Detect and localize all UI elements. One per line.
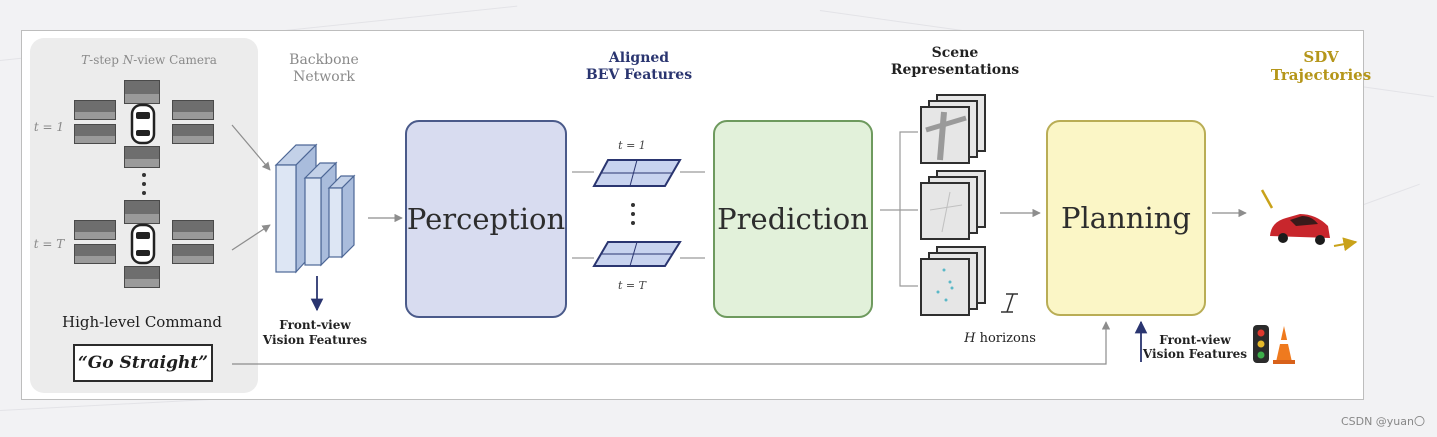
bev-title-line2: BEV Features (585, 66, 693, 83)
bev-plane-tT (592, 241, 682, 267)
perception-label: Perception (406, 202, 566, 236)
scene-title-line2: Representations (890, 61, 1020, 78)
bracket-prediction-to-scene (880, 131, 918, 287)
camera-back-left-image (74, 244, 116, 264)
scene-content-3 (936, 268, 954, 302)
backbone-title-line2: Network (293, 68, 355, 85)
horizon-icon (1001, 293, 1018, 313)
arrow-command-to-planning (232, 321, 1111, 365)
output-title-line2: Trajectories (1270, 66, 1372, 84)
camera-front-left-image (74, 100, 116, 120)
planning-front-view-label: Front-view Vision Features (1140, 333, 1250, 362)
scene-content-2 (929, 191, 963, 233)
bev-ellipsis (631, 203, 635, 225)
backbone-front-view-label: Front-view Vision Features (250, 318, 380, 348)
bev-title: Aligned BEV Features (574, 50, 704, 84)
scene-title-line1: Scene (931, 45, 979, 61)
horizons-label: H horizons (955, 331, 1045, 347)
scene-content-1 (925, 111, 967, 161)
car-top-icon (130, 223, 156, 265)
planning-label: Planning (1061, 201, 1191, 235)
arrow-camera-t1-to-backbone (231, 124, 271, 171)
car-top-icon (130, 103, 156, 145)
backbone-front-view-line2: Vision Features (262, 333, 368, 347)
high-level-command-label: High-level Command (62, 313, 222, 331)
bev-title-line1: Aligned (608, 50, 670, 66)
perception-module: Perception (405, 120, 567, 318)
red-car-icon (1260, 189, 1358, 252)
backbone-network-blocks (274, 143, 356, 274)
camera-front-image (124, 200, 160, 224)
horizons-text: horizons (975, 331, 1036, 346)
row-tT-label: t = T (33, 237, 65, 251)
camera-front-image (124, 80, 160, 104)
camera-title-mid: -step (89, 53, 123, 67)
camera-title: T-step N-view Camera (64, 53, 234, 67)
row-t1-label: t = 1 (33, 120, 65, 134)
planning-module: Planning (1046, 120, 1206, 316)
camera-back-image (124, 266, 160, 288)
backbone-title: Backbone Network (272, 52, 376, 86)
camera-title-suffix: -view Camera (133, 53, 217, 67)
prediction-label: Prediction (717, 202, 869, 236)
backbone-title-line1: Backbone (289, 52, 359, 68)
scene-card-front (920, 258, 970, 316)
scene-card-front (920, 182, 970, 240)
bev-t1-label: t = 1 (618, 139, 646, 152)
camera-front-right-image (172, 100, 214, 120)
arrow-camera-tT-to-backbone (231, 224, 271, 251)
traffic-cone-icon (1273, 326, 1295, 364)
camera-front-left-image (74, 220, 116, 240)
camera-back-image (124, 146, 160, 168)
camera-title-t: T (81, 53, 90, 67)
command-box: “Go Straight” (73, 344, 213, 382)
bev-tT-label: t = T (618, 279, 646, 292)
planning-front-view-line1: Front-view (1159, 333, 1231, 347)
command-value: “Go Straight” (78, 353, 208, 373)
prediction-module: Prediction (713, 120, 873, 318)
watermark: CSDN @yuan〇 (1340, 415, 1425, 428)
camera-back-left-image (74, 124, 116, 144)
bev-plane-t1 (592, 159, 682, 187)
camera-title-n: N (122, 53, 134, 67)
output-title: SDV Trajectories (1266, 48, 1376, 84)
output-title-line1: SDV (1303, 48, 1339, 66)
scene-title: Scene Representations (880, 45, 1030, 79)
camera-back-right-image (172, 124, 214, 144)
camera-ellipsis (142, 173, 146, 195)
camera-front-right-image (172, 220, 214, 240)
traffic-light-icon (1253, 325, 1269, 363)
planning-front-view-line2: Vision Features (1142, 347, 1248, 362)
horizons-var: H (964, 331, 976, 346)
backbone-front-view-line1: Front-view (279, 318, 351, 332)
camera-back-right-image (172, 244, 214, 264)
